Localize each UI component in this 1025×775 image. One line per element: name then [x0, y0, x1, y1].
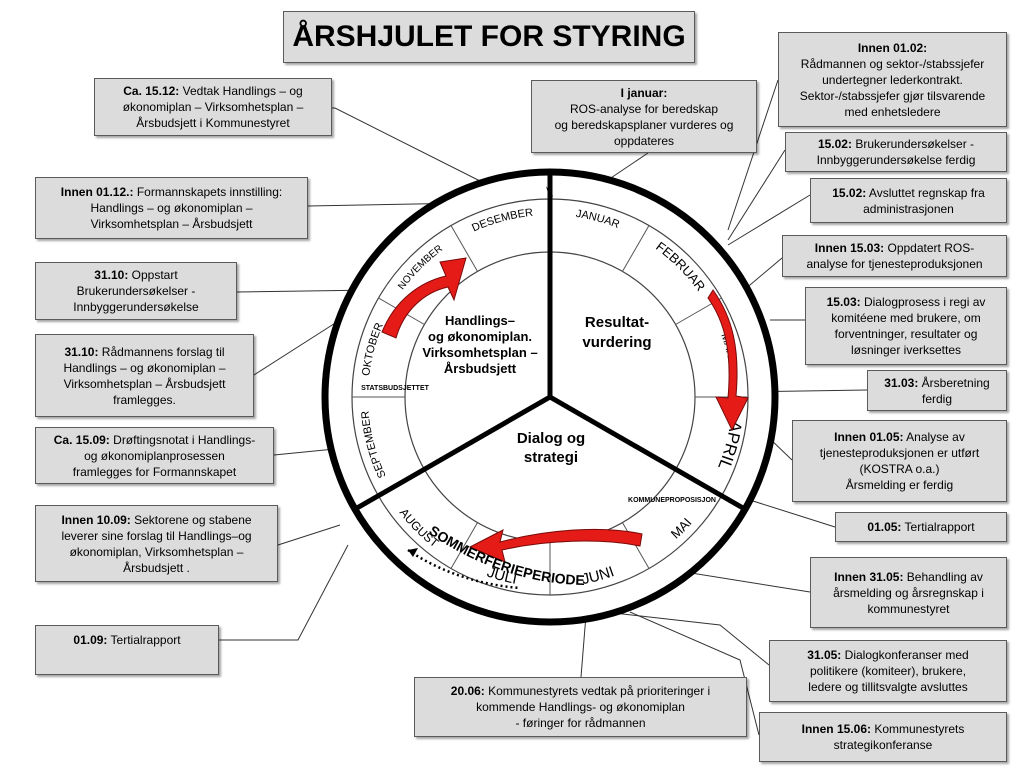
- box-date: 15.03:: [826, 295, 861, 309]
- box-oppstart-brukerundersokelser: 31.10: Oppstart Brukerundersøkelser - In…: [35, 262, 237, 320]
- summer-dotted-arrowhead: [408, 548, 418, 557]
- segment-dividers: [355, 174, 745, 511]
- box-date: Innen 31.05:: [834, 569, 904, 584]
- statsbudsjett-label: STATSBUDSJETTET: [361, 385, 430, 392]
- box-tertialrapport-0109: 01.09: Tertialrapport: [35, 625, 219, 675]
- box-text: Formannskapets innstilling: Handlings – …: [90, 185, 283, 231]
- box-date: Innen 01.02:: [857, 40, 928, 55]
- box-behandling-arsmelding: Innen 31.05: Behandling av årsmelding og…: [810, 557, 1007, 628]
- top-marker: [546, 186, 553, 200]
- kommuneproposisjon-label: KOMMUNEPROPOSISJON: [628, 497, 716, 504]
- box-strategikonferanse: Innen 15.06: Kommunestyrets strategikonf…: [759, 712, 1007, 762]
- box-date: I januar:: [620, 85, 668, 100]
- box-arsberetning: 31.03: Årsberetning ferdig: [867, 370, 1007, 411]
- box-date: 15.02:: [817, 137, 852, 151]
- box-dialogkonferanser: 31.05: Dialogkonferanser med politikere …: [769, 640, 1007, 702]
- box-date: Innen 10.09:: [61, 512, 131, 527]
- box-ros-analyse-januar: I januar: ROS-analyse for beredskap og b…: [531, 80, 757, 153]
- box-brukerundersokelser-ferdig: 15.02: Brukerundersøkelser - Innbyggerun…: [785, 132, 1007, 172]
- box-lederkontrakt: Innen 01.02: Rådmannen og sektor-/stabss…: [778, 32, 1007, 127]
- box-text: Dialogkonferanser med politikere (komite…: [808, 648, 969, 694]
- box-sektorene-forslag: Innen 10.09: Sektorene og stabene levere…: [35, 505, 278, 582]
- cycle-arrows: [381, 257, 749, 563]
- box-date: 31.10:: [64, 344, 99, 359]
- box-date: Innen 01.12.:: [60, 185, 134, 199]
- box-text: Rådmannen og sektor-/stabssjefer underte…: [799, 56, 986, 119]
- box-vedtak-kommunestyret: Ca. 15.12: Vedtak Handlings – og økonomi…: [94, 78, 332, 136]
- arrow-plan: [381, 257, 467, 339]
- box-analyse-tjenesteproduksjon: Innen 01.05: Analyse av tjenesteproduksj…: [792, 420, 1007, 502]
- box-date: Innen 15.03:: [814, 241, 885, 255]
- summer-dotted-arc: [407, 548, 521, 590]
- box-date: Ca. 15.09:: [53, 432, 110, 447]
- box-date: Innen 15.06:: [801, 722, 871, 736]
- arrow-result: [707, 289, 749, 432]
- box-text: Brukerundersøkelser - Innbyggerundersøke…: [816, 137, 976, 167]
- box-date: 01.05:: [867, 520, 902, 534]
- box-dialogprosess: 15.03: Dialogprosess i regi av komitéene…: [805, 287, 1007, 365]
- arrow-summer: [468, 528, 643, 563]
- box-text: Kommunestyrets strategikonferanse: [833, 722, 965, 752]
- box-text: Tertialrapport: [901, 520, 975, 534]
- box-droftingsnotat: Ca. 15.09: Drøftingsnotat i Handlings- o…: [35, 427, 274, 484]
- box-date: 15.02:: [832, 185, 867, 200]
- segment-result-label: Resultat-vurdering: [582, 314, 651, 351]
- segment-plan-label: Handlings–og økonomiplan.Virksomhetsplan…: [422, 313, 537, 376]
- box-text: Oppstart Brukerundersøkelser - Innbygger…: [73, 268, 199, 314]
- box-text: Avsluttet regnskap fra administrasjonen: [863, 185, 985, 216]
- box-radmannens-forslag: 31.10: Rådmannens forslag til Handlings …: [35, 334, 254, 417]
- month-divider: [622, 225, 650, 272]
- box-text: Oppdatert ROS- analyse for tjenesteprodu…: [806, 241, 983, 271]
- box-text: Behandling av årsmelding og årsregnskap …: [833, 569, 984, 616]
- box-text: Sektorene og stabene leverer sine forsla…: [61, 512, 252, 575]
- box-text: Kommunestyrets vedtak på prioriteringer …: [476, 684, 711, 730]
- box-text: Tertialrapport: [107, 633, 181, 647]
- month-divider: [450, 225, 478, 272]
- month-divider: [450, 522, 478, 569]
- box-tertialrapport-0105: 01.05: Tertialrapport: [835, 512, 1007, 542]
- box-avsluttet-regnskap: 15.02: Avsluttet regnskap fra administra…: [810, 178, 1007, 223]
- box-text: Dialogprosess i regi av komitéene med br…: [831, 295, 986, 357]
- box-date: Ca. 15.12:: [123, 84, 180, 98]
- page-title: ÅRSHJULET FOR STYRING: [283, 11, 695, 63]
- box-date: 01.09:: [73, 633, 108, 647]
- box-formannskap-innstilling: Innen 01.12.: Formannskapets innstilling…: [35, 177, 308, 239]
- box-date: 31.03:: [884, 375, 919, 390]
- box-date: 31.10:: [94, 268, 129, 282]
- box-text: Årsberetning ferdig: [921, 375, 990, 406]
- box-text: Drøftingsnotat i Handlings- og økonomipl…: [72, 432, 256, 479]
- box-text: Rådmannens forslag til Handlings – og øk…: [63, 344, 226, 407]
- box-kommunestyrets-vedtak: 20.06: Kommunestyrets vedtak på priorite…: [414, 677, 747, 737]
- box-date: Innen 01.05:: [834, 430, 904, 444]
- box-text: Analyse av tjenesteproduksjonen er utfør…: [819, 430, 980, 492]
- box-text: ROS-analyse for beredskap og beredskapsp…: [554, 101, 734, 148]
- box-text: Vedtak Handlings – og økonomiplan – Virk…: [122, 84, 304, 130]
- box-oppdatert-ros: Innen 15.03: Oppdatert ROS- analyse for …: [782, 235, 1007, 277]
- box-date: 31.05:: [807, 648, 842, 662]
- box-date: 20.06:: [450, 684, 485, 698]
